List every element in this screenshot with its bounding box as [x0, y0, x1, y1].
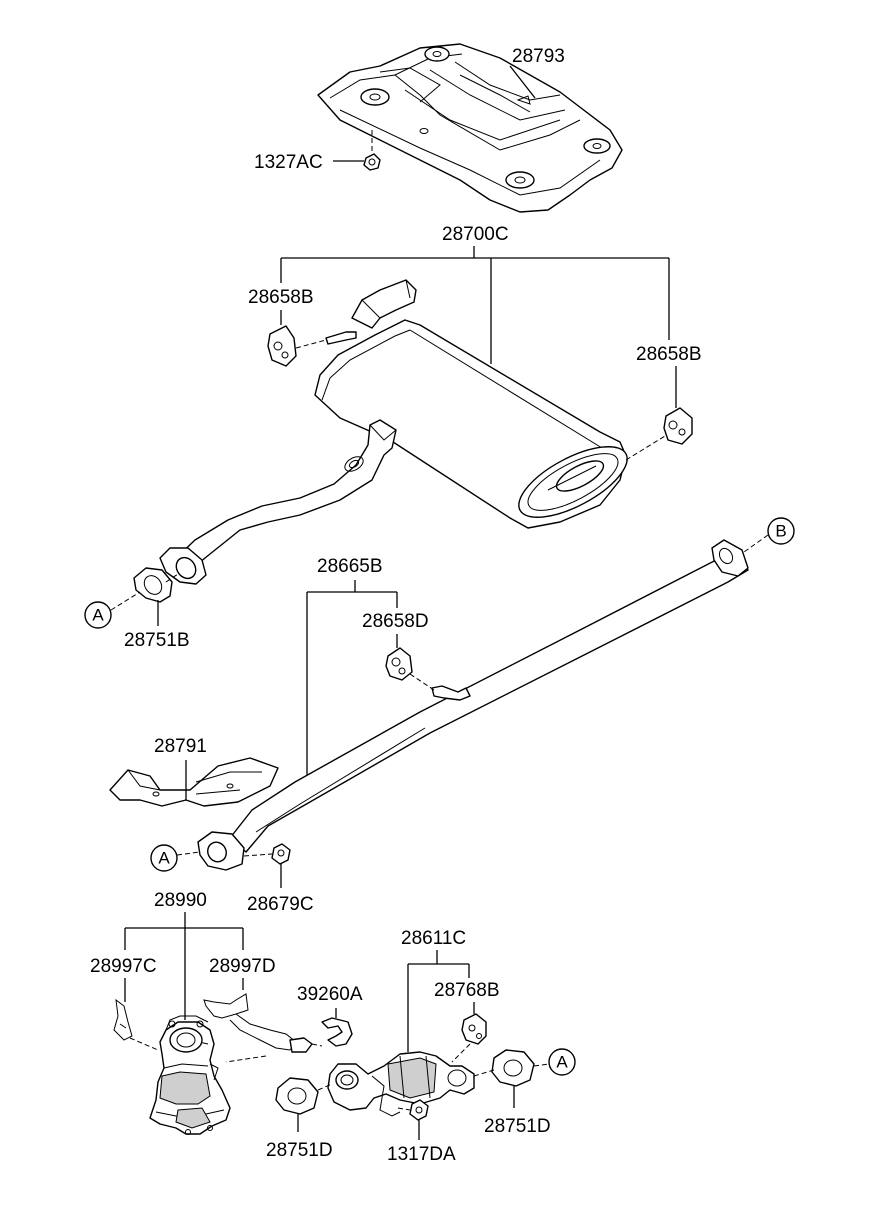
rubber-hanger-right — [663, 407, 693, 445]
label-28658B-left: 28658B — [248, 287, 314, 308]
label-28751D-left: 28751D — [266, 1140, 333, 1161]
label-28793: 28793 — [512, 46, 565, 67]
label-28658B-right: 28658B — [636, 344, 702, 365]
catalytic-converter-part — [149, 1015, 231, 1135]
clip-39260A — [321, 1017, 353, 1047]
label-28990: 28990 — [154, 890, 207, 911]
label-28611C: 28611C — [401, 928, 466, 949]
ref-circle-b — [767, 517, 795, 545]
rubber-hanger-28658D — [385, 647, 413, 681]
label-28751B: 28751B — [124, 630, 190, 651]
nut-28679C — [271, 843, 291, 865]
label-28679C: 28679C — [247, 894, 314, 915]
ref-a-top: A — [92, 606, 104, 625]
hanger-bracket-28768B — [461, 1013, 487, 1045]
label-28997C: 28997C — [90, 956, 157, 977]
gasket-28751D-right — [491, 1049, 535, 1087]
gasket-28751B — [133, 567, 173, 603]
label-28658D: 28658D — [362, 611, 429, 632]
label-28700C: 28700C — [442, 224, 509, 245]
nut-1327AC — [363, 153, 381, 171]
ref-a-bottom: A — [556, 1053, 568, 1072]
label-39260A: 39260A — [297, 984, 363, 1005]
heat-shield-part — [317, 43, 623, 213]
ref-b: B — [775, 522, 786, 541]
label-28751D-right: 28751D — [484, 1116, 551, 1137]
oxygen-sensor-28997C — [113, 998, 159, 1051]
heat-protector-28791 — [109, 757, 279, 807]
ref-a-mid: A — [158, 849, 170, 868]
ref-circle-a-mid — [150, 844, 178, 872]
nut-1317DA — [409, 1099, 429, 1121]
label-28997D: 28997D — [209, 956, 276, 977]
ref-circle-a-bottom — [548, 1048, 576, 1076]
ref-circle-a-top — [84, 601, 112, 629]
label-28791: 28791 — [154, 736, 207, 757]
front-pipe-part — [327, 1051, 475, 1117]
label-1317DA: 1317DA — [387, 1144, 456, 1165]
label-28665B: 28665B — [317, 556, 383, 577]
oxygen-sensor-28997D — [203, 993, 323, 1063]
label-1327AC: 1327AC — [254, 152, 323, 173]
center-pipe-part — [197, 539, 749, 871]
gasket-28751D-left — [275, 1077, 319, 1115]
rubber-hanger-left — [267, 325, 297, 367]
label-28768B: 28768B — [434, 980, 500, 1001]
muffler-part — [159, 279, 628, 585]
